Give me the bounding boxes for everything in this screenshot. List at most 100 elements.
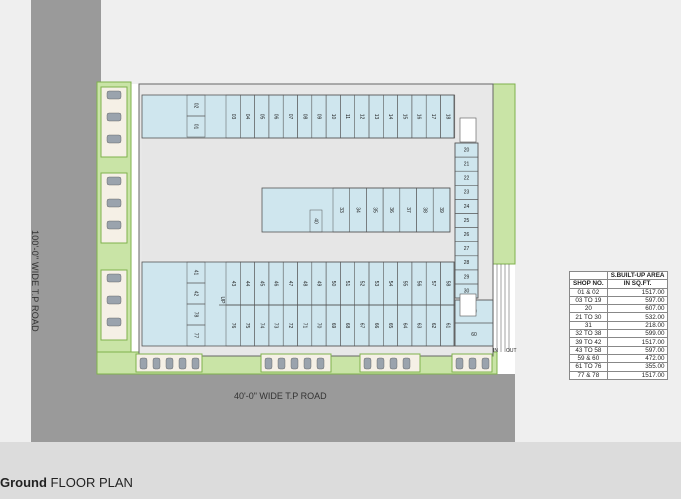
shop-top-label: 09 <box>316 114 322 120</box>
staircase-right <box>459 117 477 317</box>
shop-top-label: 18 <box>444 114 450 120</box>
gate-label-out: OUT <box>506 348 517 354</box>
shop-bottom-bottom-label: 67 <box>359 323 365 329</box>
shop-right-label: 27 <box>464 246 470 252</box>
area-table-header-unit: IN SQ.FT. <box>606 279 669 289</box>
car-icon <box>106 112 122 122</box>
title-band <box>0 442 681 499</box>
shop-bottom-top-label: 50 <box>330 281 336 287</box>
car-icon <box>277 357 286 370</box>
area-table-area-cell: 607.00 <box>606 304 669 314</box>
shop-bottom-bottom-label: 74 <box>258 323 264 329</box>
shop-bottom-top-label: 44 <box>244 281 250 287</box>
shop-top-label: 13 <box>373 114 379 120</box>
shop-bottom-bottom-label: 61 <box>444 323 450 329</box>
shop-bottom-top-label: 49 <box>316 281 322 287</box>
shop-right-label: 30 <box>464 288 470 294</box>
car-icon <box>106 273 122 283</box>
car-icon <box>178 357 187 370</box>
lift-up-label: UP <box>219 297 225 305</box>
area-table-shop-cell: 01 & 02 <box>569 287 608 297</box>
shop-bottom-bottom-label: 71 <box>301 323 307 329</box>
shop-bottom-top-label: 43 <box>230 281 236 287</box>
top-shop-block <box>141 94 455 139</box>
area-table-area-cell: 472.00 <box>606 353 669 364</box>
area-table-shop-cell: 59 & 60 <box>569 353 608 364</box>
car-icon <box>106 134 122 144</box>
shop-center-label: 38 <box>422 207 428 213</box>
area-table-shop-cell: 77 & 78 <box>569 370 608 380</box>
area-table-header-row-1: S.BUILT-UP AREA <box>569 270 669 281</box>
shop-top-label: 12 <box>359 114 365 120</box>
area-table-header-area: S.BUILT-UP AREA <box>606 270 669 281</box>
shop-bottom-top-label: 56 <box>416 281 422 287</box>
shop-top-label: 16 <box>416 114 422 120</box>
horizontal-road-label: 40'-0" WIDE T.P ROAD <box>234 391 327 401</box>
shop-bottom-top-label: 55 <box>401 281 407 287</box>
shop-center-label: 36 <box>388 207 394 213</box>
shop-top-left-label: 02 <box>193 103 199 109</box>
area-table-shop-cell: 20 <box>569 304 608 314</box>
shop-bottom-bottom-label: 72 <box>287 323 293 329</box>
shop-right-label: 20 <box>464 147 470 153</box>
shop-top-cell <box>440 94 456 139</box>
car-icon <box>106 220 122 230</box>
car-icon <box>106 317 122 327</box>
shop-bottom-bottom-label: 69 <box>330 323 336 329</box>
shop-center-b-label: 40 <box>313 218 319 224</box>
car-icon <box>455 357 464 370</box>
shop-right-label: 29 <box>464 274 470 280</box>
shop-bottom-top-label: 45 <box>258 281 264 287</box>
area-table-area-cell: 1517.00 <box>606 337 669 347</box>
area-table-shop-cell: 43 TO 58 <box>569 345 608 355</box>
area-table-shop-cell: 61 TO 76 <box>569 362 608 372</box>
car-icon <box>376 357 385 370</box>
shop-top-label: 17 <box>430 114 436 120</box>
area-table-area-cell: 1517.00 <box>606 287 669 297</box>
car-icon <box>106 198 122 208</box>
shop-bottom-top-label: 47 <box>287 281 293 287</box>
shop-bottom-top-label: 53 <box>373 281 379 287</box>
area-table-area-cell: 599.00 <box>606 329 669 339</box>
shop-top-label: 14 <box>387 114 393 120</box>
car-icon <box>290 357 299 370</box>
shop-center-label: 39 <box>438 207 444 213</box>
shop-bottom-bottom-label: 70 <box>316 323 322 329</box>
shop-right-label: 25 <box>464 218 470 224</box>
vertical-road-label: 100'-0" WIDE T.P ROAD <box>30 230 40 332</box>
shop-bottom-bottom-label: 62 <box>430 323 436 329</box>
shop-bottom-bottom-label: 63 <box>416 323 422 329</box>
shop-center-label: 33 <box>338 207 344 213</box>
car-icon <box>106 176 122 186</box>
shop-top-label: 05 <box>258 114 264 120</box>
shop-top-label: 15 <box>401 114 407 120</box>
shop-bottom-top-label: 51 <box>344 281 350 287</box>
shop-left-mid-label: 42 <box>193 291 199 297</box>
area-table-area-cell: 1517.00 <box>606 370 669 380</box>
shop-right-bottom-label: 60 <box>471 332 477 338</box>
shop-bottom-bottom-label: 75 <box>244 323 250 329</box>
shop-bottom-top-label: 52 <box>359 281 365 287</box>
shop-center-label: 37 <box>405 207 411 213</box>
shop-bottom-bottom-label: 64 <box>401 323 407 329</box>
area-table-header-shop: SHOP NO. <box>569 279 608 289</box>
shop-right-bottom-cell <box>454 322 494 347</box>
shop-center-b-cell <box>309 209 323 233</box>
shop-bottom-top-label: 58 <box>444 281 450 287</box>
shop-left-mid-label: 78 <box>193 312 199 318</box>
area-table-shop-cell: 32 TO 38 <box>569 329 608 339</box>
shop-top-label: 10 <box>330 114 336 120</box>
car-icon <box>152 357 161 370</box>
shop-right-label: 26 <box>464 232 470 238</box>
area-table-shop-cell: 39 TO 42 <box>569 337 608 347</box>
shop-bottom-top-label: 46 <box>273 281 279 287</box>
car-icon <box>303 357 312 370</box>
